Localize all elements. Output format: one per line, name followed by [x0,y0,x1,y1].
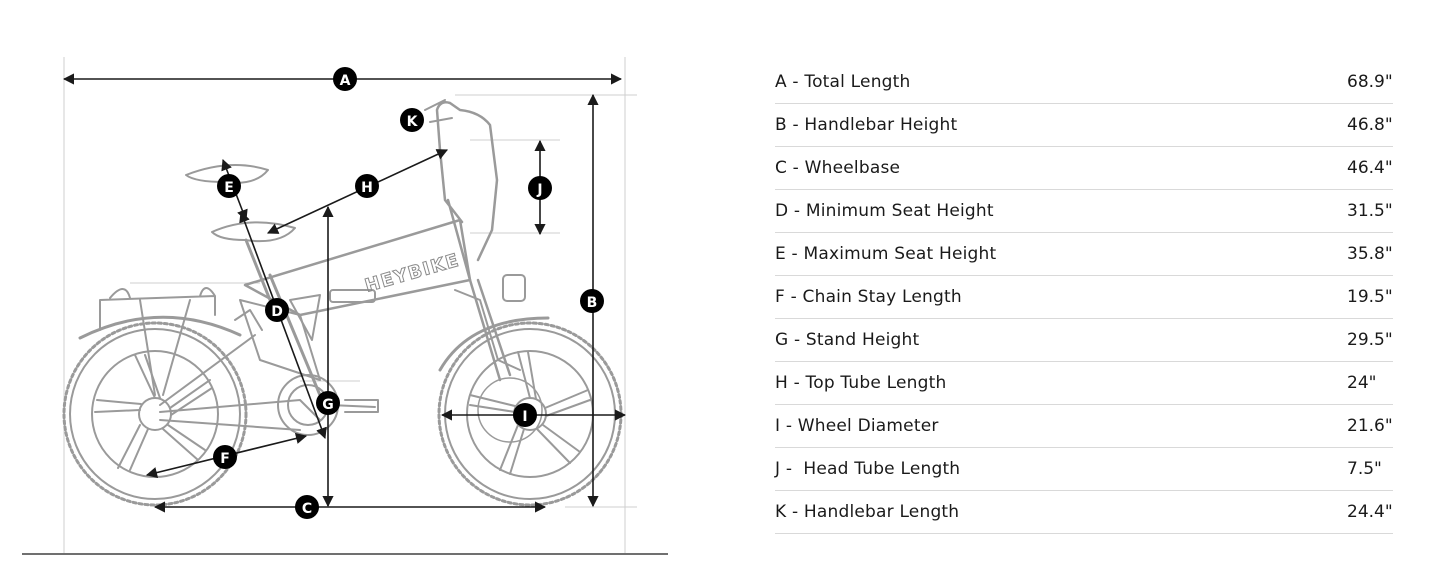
spec-label: K - Handlebar Length [775,502,960,522]
spec-row-f: F - Chain Stay Length 19.5" [775,276,1393,319]
spec-value: 24" [1347,373,1377,393]
dim-line-d [239,210,327,440]
marker-c: C [295,495,319,519]
spec-label: G - Stand Height [775,330,920,350]
spec-row-k: K - Handlebar Length 24.4" [775,491,1393,534]
svg-text:A: A [340,73,351,89]
svg-text:D: D [271,304,283,320]
spec-row-b: B - Handlebar Height 46.8" [775,104,1393,147]
spec-row-d: D - Minimum Seat Height 31.5" [775,190,1393,233]
svg-text:E: E [224,180,234,196]
marker-e: E [217,174,241,198]
markers: A B C D E F G H I J K [213,67,604,519]
spec-value: 46.8" [1347,115,1393,135]
spec-row-c: C - Wheelbase 46.4" [775,147,1393,190]
spec-row-e: E - Maximum Seat Height 35.8" [775,233,1393,276]
svg-text:I: I [522,409,527,425]
svg-text:F: F [220,451,230,467]
marker-k: K [400,108,424,132]
marker-i: I [513,403,537,427]
spec-table: A - Total Length 68.9" B - Handlebar Hei… [775,61,1393,534]
spec-row-h: H - Top Tube Length 24" [775,362,1393,405]
svg-text:J: J [536,182,542,198]
spec-label: J - Head Tube Length [775,459,961,479]
spec-row-j: J - Head Tube Length 7.5" [775,448,1393,491]
spec-value: 29.5" [1347,330,1393,350]
spec-label: I - Wheel Diameter [775,416,939,436]
bike-sketch [62,99,623,507]
marker-f: F [213,445,237,469]
svg-text:B: B [587,295,598,311]
spec-label: E - Maximum Seat Height [775,244,997,264]
spec-row-g: G - Stand Height 29.5" [775,319,1393,362]
spec-value: 24.4" [1347,502,1393,522]
marker-g: G [316,391,340,415]
spec-label: H - Top Tube Length [775,373,947,393]
svg-text:H: H [361,180,373,196]
spec-value: 19.5" [1347,287,1393,307]
dimension-lines [62,73,627,513]
marker-j: J [528,176,552,200]
spec-row-i: I - Wheel Diameter 21.6" [775,405,1393,448]
spec-value: 46.4" [1347,158,1393,178]
spec-label: C - Wheelbase [775,158,901,178]
svg-text:C: C [302,501,312,517]
frame-brand-text: HEYBIKE [363,250,463,297]
spec-label: F - Chain Stay Length [775,287,962,307]
spec-value: 21.6" [1347,416,1393,436]
spec-value: 35.8" [1347,244,1393,264]
spec-value: 7.5" [1347,459,1382,479]
marker-b: B [580,289,604,313]
svg-text:K: K [407,114,419,130]
spec-value: 31.5" [1347,201,1393,221]
marker-h: H [355,174,379,198]
reference-lines [63,57,637,553]
spec-value: 68.9" [1347,72,1393,92]
svg-text:G: G [322,397,334,413]
spec-label: B - Handlebar Height [775,115,958,135]
rear-wheel [62,321,248,507]
bike-dimension-diagram: HEYBIKE A B C D E F G H I J K [22,57,668,555]
marker-d: D [265,298,289,322]
spec-label: A - Total Length [775,72,911,92]
spec-label: D - Minimum Seat Height [775,201,994,221]
spec-row-a: A - Total Length 68.9" [775,61,1393,104]
marker-a: A [333,67,357,91]
